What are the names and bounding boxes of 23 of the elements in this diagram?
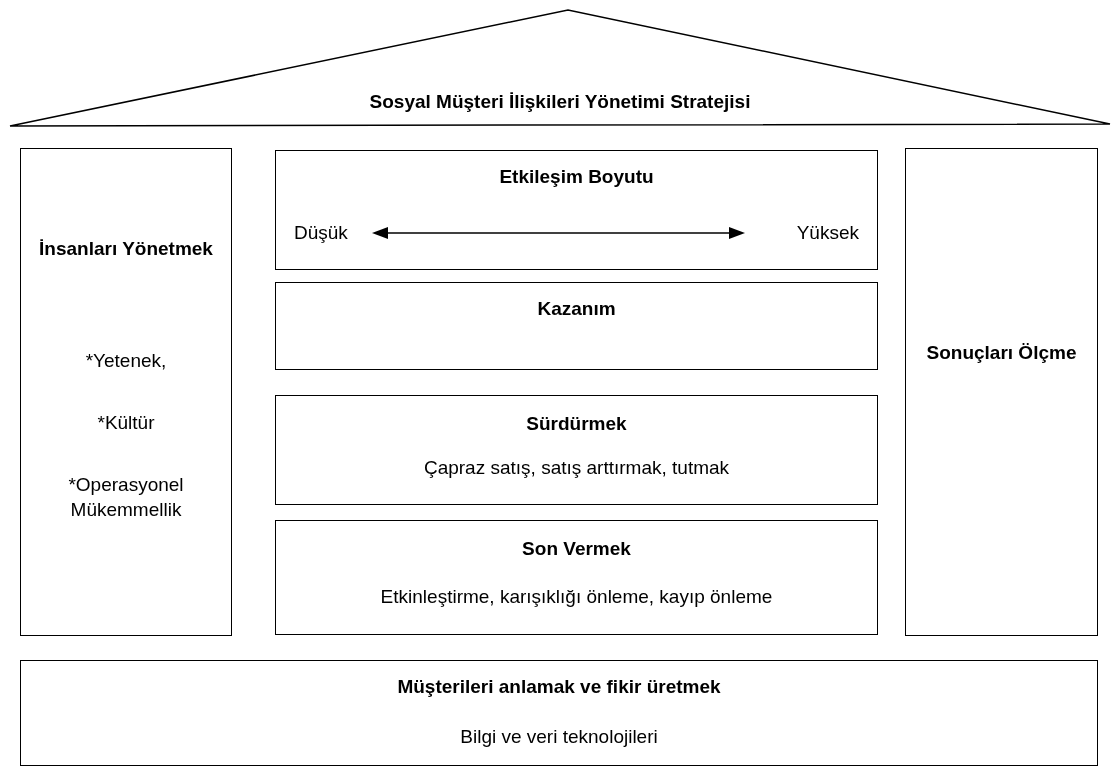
foundation-box bbox=[20, 660, 1098, 766]
body-text: Çapraz satış, satış arttırmak, tutmak bbox=[422, 456, 731, 480]
heading-text: Sonuçları Ölçme bbox=[925, 341, 1078, 365]
body-text: *Operasyonel Mükemmellik bbox=[67, 473, 185, 522]
heading-text: Müşterileri anlamak ve fikir üretmek bbox=[396, 675, 722, 699]
body-text: Etkinleştirme, karışıklığı önleme, kayıp önleme bbox=[379, 585, 774, 609]
stage-box bbox=[275, 282, 878, 370]
stage-box bbox=[275, 395, 878, 505]
scale-label: Yüksek bbox=[796, 221, 859, 245]
heading-text: Kazanım bbox=[536, 297, 617, 321]
body-text: *Yetenek, bbox=[84, 349, 168, 373]
body-text: *Kültür bbox=[96, 411, 156, 435]
pillar-box bbox=[905, 148, 1098, 636]
heading-text: Etkileşim Boyutu bbox=[498, 165, 655, 189]
heading-text: Son Vermek bbox=[521, 537, 632, 561]
heading-text: Sosyal Müşteri İlişkileri Yönetimi Stratejisi bbox=[368, 90, 752, 114]
scale-label: Düşük bbox=[294, 221, 348, 245]
stage-box bbox=[275, 150, 878, 270]
body-text: Bilgi ve veri teknolojileri bbox=[459, 725, 659, 749]
pillar-box bbox=[20, 148, 232, 636]
stage-box bbox=[275, 520, 878, 635]
heading-text: İnsanları Yönetmek bbox=[38, 237, 214, 261]
heading-text: Sürdürmek bbox=[525, 412, 628, 436]
